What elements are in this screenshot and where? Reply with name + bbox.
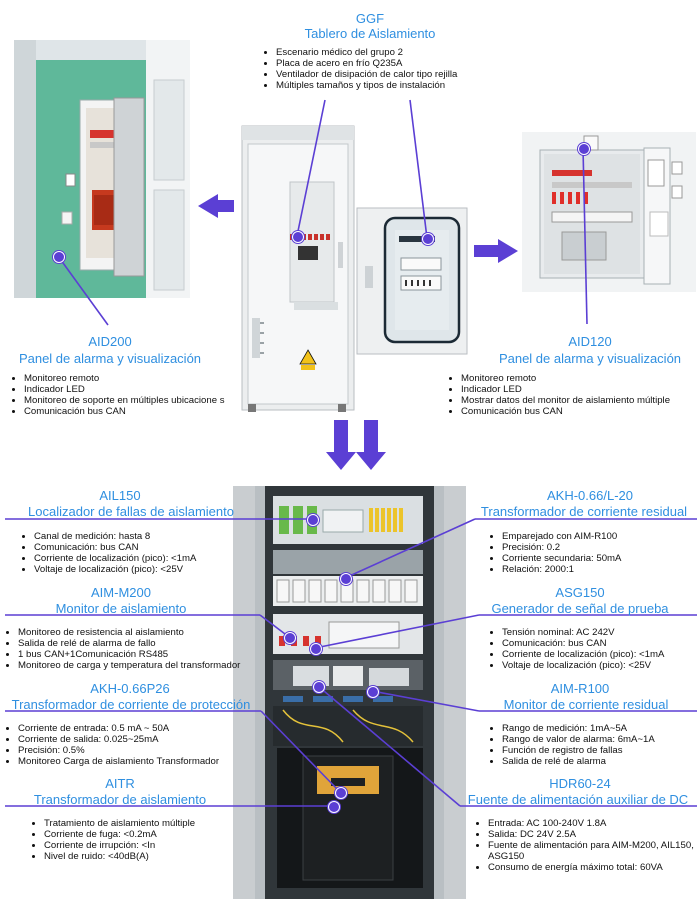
akh-l20-features: Emparejado con AIM-R100 Precisión: 0.2 C… xyxy=(488,531,700,575)
marker-dot xyxy=(422,233,434,245)
list-item: Indicador LED xyxy=(24,384,252,395)
list-item: Tratamiento de aislamiento múltiple xyxy=(44,818,264,829)
aim-m200-features: Monitoreo de resistencia al aislamiento … xyxy=(4,627,280,671)
aid200-code: AID200 xyxy=(88,334,132,349)
marker-dot xyxy=(292,231,304,243)
list-item: Comunicación: bus CAN xyxy=(34,542,254,553)
akh-p26-features: Corriente de entrada: 0.5 mA ~ 50A Corri… xyxy=(4,723,280,767)
asg150-features: Tensión nominal: AC 242V Comunicación: b… xyxy=(488,627,700,671)
list-item: Placa de acero en frío Q235A xyxy=(276,58,526,69)
list-item: Corriente de fuga: <0.2mA xyxy=(44,829,264,840)
list-item: Salida: DC 24V 2.5A xyxy=(488,829,700,840)
photo-cabinet-interior xyxy=(233,486,466,899)
aid200-features: Monitoreo remoto Indicador LED Monitoreo… xyxy=(10,373,252,417)
list-item: Corriente de entrada: 0.5 mA ~ 50A xyxy=(18,723,280,734)
marker-dot xyxy=(284,632,296,644)
akh-l20-code: AKH-0.66/L-20 xyxy=(547,488,633,503)
list-item: Voltaje de localización (pico): <25V xyxy=(34,564,254,575)
list-item: Salida de relé de alarma de fallo xyxy=(18,638,280,649)
marker-dot xyxy=(328,801,340,813)
list-item: 1 bus CAN+1Comunicación RS485 xyxy=(18,649,280,660)
marker-dot xyxy=(310,643,322,655)
marker-dot xyxy=(578,143,590,155)
marker-dot xyxy=(53,251,65,263)
list-item: Salida de relé de alarma xyxy=(502,756,700,767)
ggf-name: Tablero de Aislamiento xyxy=(304,26,436,41)
aitr-name: Transformador de aislamiento xyxy=(33,792,207,807)
hdr-name: Fuente de alimentación auxiliar de DC xyxy=(467,792,689,807)
aim-m200-code: AIM-M200 xyxy=(91,585,151,600)
list-item: Canal de medición: hasta 8 xyxy=(34,531,254,542)
aitr-code: AITR xyxy=(105,776,135,791)
aim-r100-name: Monitor de corriente residual xyxy=(503,697,669,712)
list-item: Rango de medición: 1mA~5A xyxy=(502,723,700,734)
list-item: Fuente de alimentación para AIM-M200, AI… xyxy=(488,840,700,862)
aid120-code: AID120 xyxy=(568,334,612,349)
list-item: Comunicación bus CAN xyxy=(24,406,252,417)
list-item: Comunicación bus CAN xyxy=(461,406,700,417)
marker-dot xyxy=(367,686,379,698)
ggf-code: GGF xyxy=(355,11,385,26)
list-item: Precisión: 0.2 xyxy=(502,542,700,553)
aim-m200-name: Monitor de aislamiento xyxy=(55,601,187,616)
aid200-name: Panel de alarma y visualización xyxy=(18,351,202,366)
aid120-features: Monitoreo remoto Indicador LED Mostrar d… xyxy=(447,373,700,417)
photo-wall-panel xyxy=(14,40,190,298)
list-item: Monitoreo de resistencia al aislamiento xyxy=(18,627,280,638)
list-item: Múltiples tamaños y tipos de instalación xyxy=(276,80,526,91)
arrow-down-icon xyxy=(356,420,386,470)
ggf-features: Escenario médico del grupo 2 Placa de ac… xyxy=(262,47,526,91)
list-item: Precisión: 0.5% xyxy=(18,745,280,756)
list-item: Consumo de energía máximo total: 60VA xyxy=(488,862,700,873)
asg150-code: ASG150 xyxy=(555,585,605,600)
list-item: Mostrar datos del monitor de aislamiento… xyxy=(461,395,700,406)
list-item: Monitoreo remoto xyxy=(461,373,700,384)
list-item: Indicador LED xyxy=(461,384,700,395)
list-item: Corriente de localización (pico): <1mA xyxy=(34,553,254,564)
list-item: Corriente secundaria: 50mA xyxy=(502,553,700,564)
asg150-name: Generador de señal de prueba xyxy=(491,601,669,616)
ail150-features: Canal de medición: hasta 8 Comunicación:… xyxy=(20,531,254,575)
list-item: Monitoreo de soporte en múltiples ubicac… xyxy=(24,395,252,406)
list-item: Corriente de salida: 0.025~25mA xyxy=(18,734,280,745)
aitr-features: Tratamiento de aislamiento múltiple Corr… xyxy=(30,818,264,862)
list-item: Voltaje de localización (pico): <25V xyxy=(502,660,700,671)
list-item: Comunicación: bus CAN xyxy=(502,638,700,649)
marker-dot xyxy=(313,681,325,693)
aid120-name: Panel de alarma y visualización xyxy=(498,351,682,366)
list-item: Tensión nominal: AC 242V xyxy=(502,627,700,638)
list-item: Corriente de irrupción: <In xyxy=(44,840,264,851)
list-item: Monitoreo de carga y temperatura del tra… xyxy=(18,660,280,671)
hdr-features: Entrada: AC 100-240V 1.8A Salida: DC 24V… xyxy=(474,818,700,873)
arrow-left-icon xyxy=(198,194,234,218)
ail150-name: Localizador de fallas de aislamiento xyxy=(28,504,234,519)
list-item: Ventilador de disipación de calor tipo r… xyxy=(276,69,526,80)
akh-p26-name: Transformador de corriente de protección xyxy=(11,697,251,712)
marker-dot xyxy=(335,787,347,799)
marker-dot xyxy=(307,514,319,526)
list-item: Emparejado con AIM-R100 xyxy=(502,531,700,542)
akh-l20-name: Transformador de corriente residual xyxy=(480,504,688,519)
marker-dot xyxy=(340,573,352,585)
list-item: Monitoreo Carga de aislamiento Transform… xyxy=(18,756,280,767)
aim-r100-code: AIM-R100 xyxy=(550,681,610,696)
arrow-right-icon xyxy=(474,239,518,263)
photo-floor-cabinet xyxy=(238,122,360,420)
aim-r100-features: Rango de medición: 1mA~5A Rango de valor… xyxy=(488,723,700,767)
list-item: Rango de valor de alarma: 6mA~1A xyxy=(502,734,700,745)
list-item: Nivel de ruido: <40dB(A) xyxy=(44,851,264,862)
list-item: Entrada: AC 100-240V 1.8A xyxy=(488,818,700,829)
list-item: Corriente de localización (pico): <1mA xyxy=(502,649,700,660)
ail150-code: AIL150 xyxy=(99,488,141,503)
list-item: Monitoreo remoto xyxy=(24,373,252,384)
list-item: Escenario médico del grupo 2 xyxy=(276,47,526,58)
akh-p26-code: AKH-0.66P26 xyxy=(90,681,170,696)
list-item: Función de registro de fallas xyxy=(502,745,700,756)
photo-small-cabinet xyxy=(355,206,469,356)
hdr-code: HDR60-24 xyxy=(549,776,611,791)
list-item: Relación: 2000:1 xyxy=(502,564,700,575)
photo-open-panel xyxy=(522,132,696,292)
arrow-down-icon xyxy=(326,420,356,470)
